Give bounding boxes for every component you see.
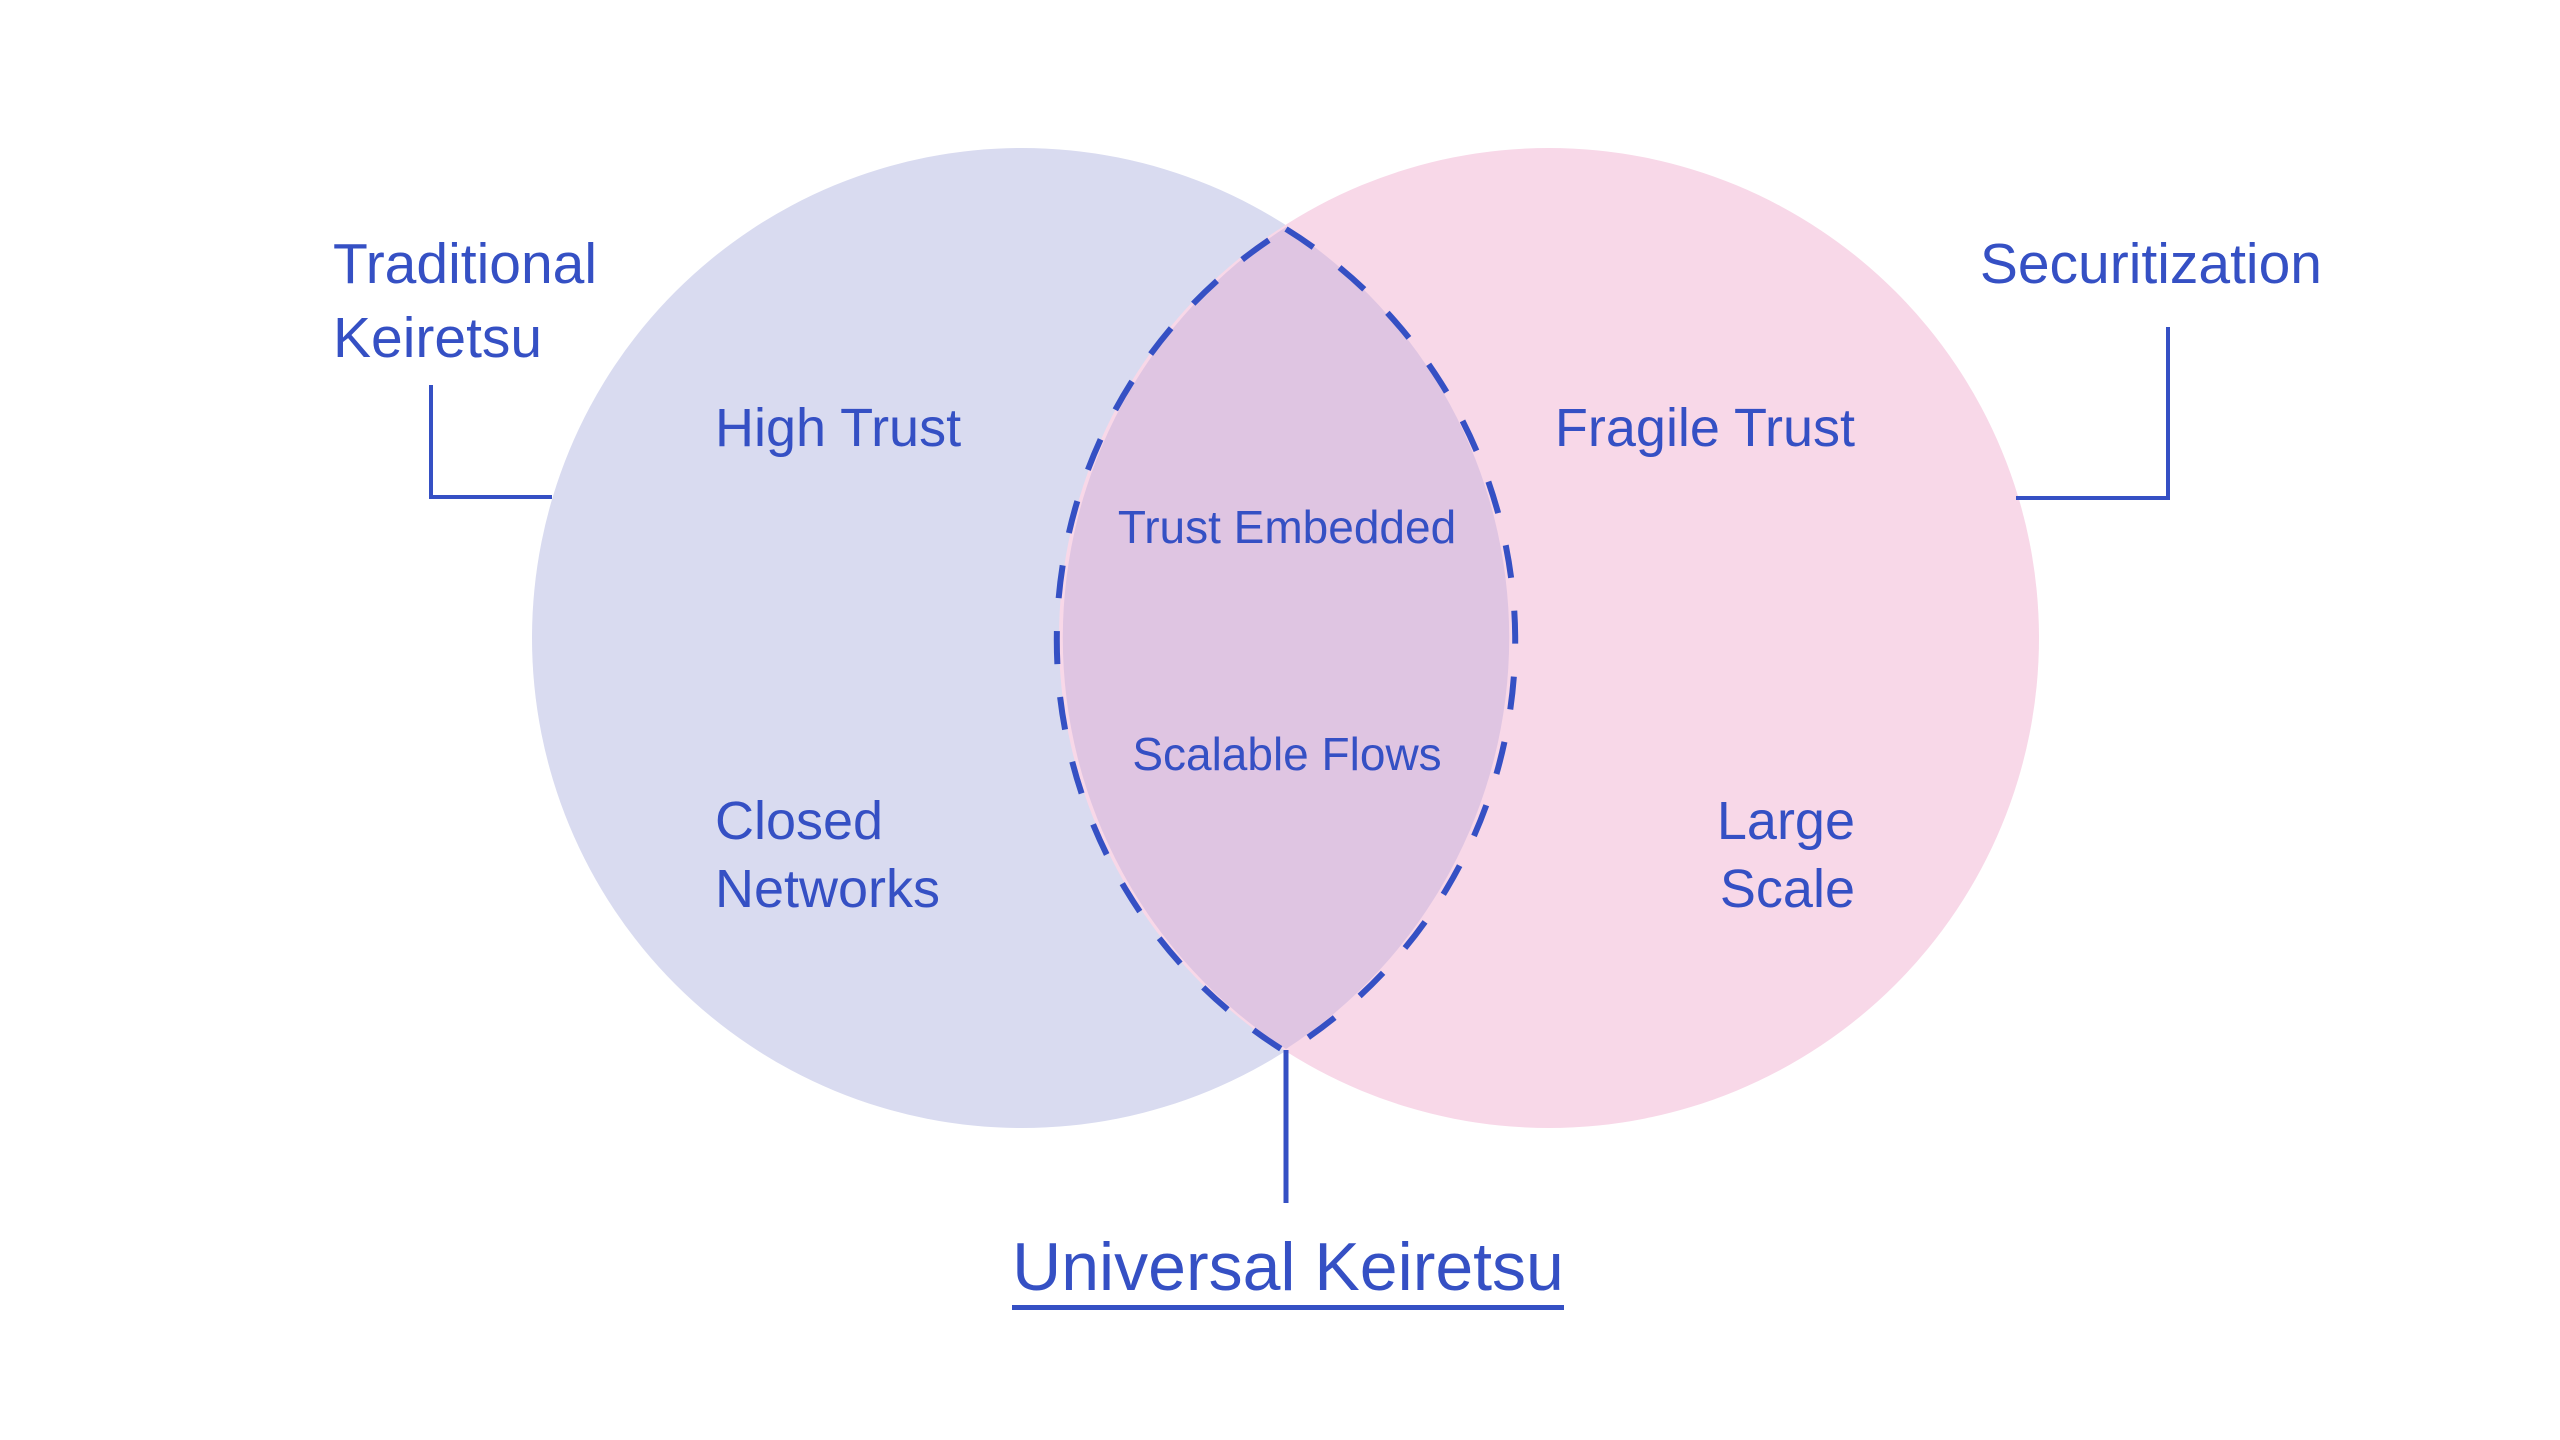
left-title-connector bbox=[429, 385, 552, 499]
intersection-item-scalable-flows: Scalable Flows bbox=[1132, 728, 1441, 780]
intersection-item-trust-embedded: Trust Embedded bbox=[1118, 501, 1456, 553]
left-item-high-trust: High Trust bbox=[715, 398, 961, 458]
left-set-title-line-1: Traditional bbox=[333, 232, 597, 296]
right-item-fragile-trust: Fragile Trust bbox=[1555, 398, 1855, 458]
right-title-connector bbox=[2016, 327, 2170, 500]
right-item-large-scale-line-2: Scale bbox=[1720, 859, 1855, 919]
right-set-title: Securitization bbox=[1980, 232, 2322, 296]
left-set-title-line-2: Keiretsu bbox=[333, 306, 542, 370]
left-item-closed-networks-line-2: Networks bbox=[715, 859, 940, 919]
result-label-universal-keiretsu: Universal Keiretsu bbox=[1012, 1229, 1564, 1305]
result-label-underline bbox=[1012, 1305, 1564, 1310]
right-item-large-scale-line-1: Large bbox=[1717, 791, 1855, 851]
left-item-closed-networks-line-1: Closed bbox=[715, 791, 883, 851]
intersection-lens-fill bbox=[1062, 227, 1510, 1049]
